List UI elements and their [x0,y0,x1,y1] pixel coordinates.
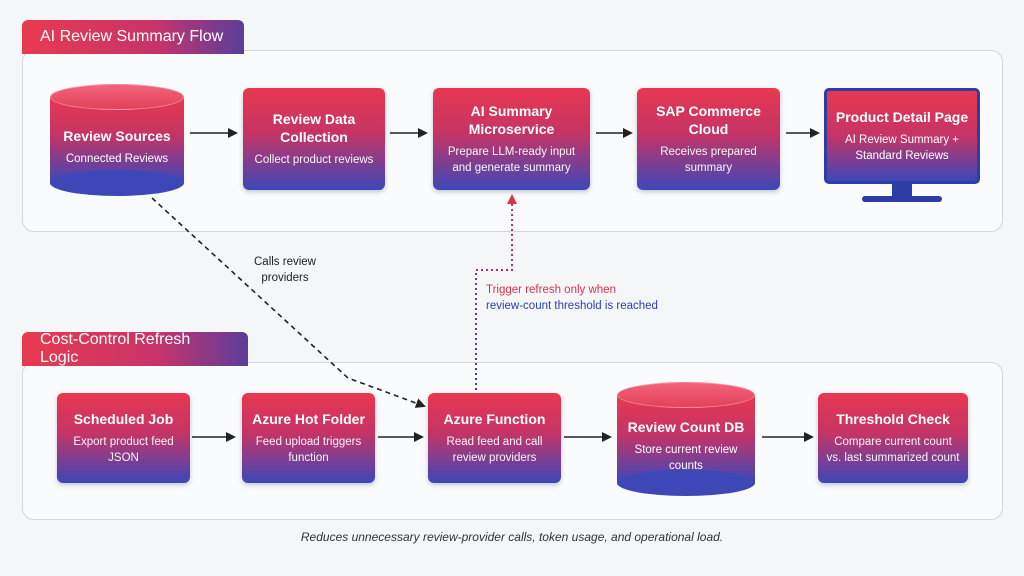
review-sources-database: Review Sources Connected Reviews [50,84,184,196]
threshold-check-subtitle: Compare current count vs. last summarize… [826,436,960,464]
review-sources-title: Review Sources [63,128,171,144]
review-count-db-database: Review Count DB Store current review cou… [617,382,755,496]
monitor-base-icon [862,196,942,202]
scheduled-job-node: Scheduled Job Export product feed JSON [57,393,190,483]
azure-hot-folder-node: Azure Hot Folder Feed upload triggers fu… [242,393,375,483]
azure-hot-folder-subtitle: Feed upload triggers function [255,436,362,464]
trigger-refresh-label: Trigger refresh only when review-count t… [486,282,666,314]
sap-commerce-cloud-title: SAP Commerce Cloud [656,103,761,137]
trigger-arrowhead [507,194,517,204]
review-count-db-title: Review Count DB [627,419,745,435]
azure-function-node: Azure Function Read feed and call review… [428,393,561,483]
review-count-db-subtitle: Store current review counts [634,444,738,472]
dotted-trigger-function-to-microservice [475,200,513,390]
sap-commerce-cloud-node: SAP Commerce Cloud Receives prepared sum… [637,88,780,190]
monitor-stand-icon [892,184,912,198]
review-data-collection-node: Review Data Collection Collect product r… [243,88,385,190]
azure-function-subtitle: Read feed and call review providers [446,436,543,464]
dashed-arrow-sources-to-function [151,197,426,408]
review-data-collection-title: Review Data Collection [272,111,356,145]
threshold-check-node: Threshold Check Compare current count vs… [818,393,968,483]
review-data-collection-subtitle: Collect product reviews [254,154,374,166]
monitor-screen: Product Detail Page AI Review Summary + … [824,88,980,184]
azure-function-title: Azure Function [443,411,546,427]
ai-summary-microservice-node: AI Summary Microservice Prepare LLM-read… [433,88,590,190]
footnote: Reduces unnecessary review-provider call… [300,530,724,544]
ai-summary-microservice-title: AI Summary Microservice [468,103,555,137]
section-title-ai-review-summary-flow: AI Review Summary Flow [22,20,244,54]
trigger-refresh-label-line2: review-count threshold is reached [486,300,658,312]
sap-commerce-cloud-subtitle: Receives prepared summary [660,146,757,174]
scheduled-job-title: Scheduled Job [73,411,174,427]
product-detail-page-subtitle: AI Review Summary + Standard Reviews [844,134,960,162]
azure-hot-folder-title: Azure Hot Folder [252,411,365,427]
trigger-refresh-label-line1: Trigger refresh only when [486,284,616,296]
scheduled-job-subtitle: Export product feed JSON [73,436,174,464]
threshold-check-title: Threshold Check [836,411,950,427]
product-detail-page-title: Product Detail Page [835,109,969,125]
review-sources-subtitle: Connected Reviews [65,153,169,165]
product-detail-page-monitor: Product Detail Page AI Review Summary + … [824,88,980,204]
section-title-cost-control-refresh-logic: Cost-Control Refresh Logic [22,331,248,366]
calls-review-providers-label: Calls review providers [254,256,316,284]
ai-summary-microservice-subtitle: Prepare LLM-ready input and generate sum… [447,146,576,174]
